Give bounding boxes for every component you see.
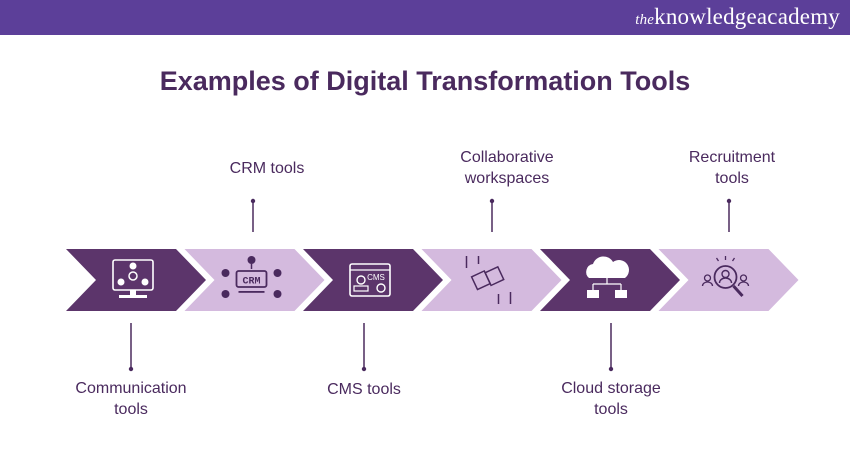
chevron-step (66, 249, 206, 311)
communication-monitor-icon (112, 259, 154, 298)
chevron-step (658, 249, 799, 311)
header-bar: theknowledgeacademy (0, 0, 850, 35)
logo-name: knowledgeacademy (654, 4, 840, 29)
connector-dot (726, 198, 732, 204)
label-cloud-storage-tools: Cloud storage tools (521, 378, 701, 420)
connector-dot (361, 366, 367, 372)
label-line: CRM tools (229, 160, 305, 177)
svg-text:CRM: CRM (242, 277, 260, 288)
chevron-step (184, 249, 325, 311)
label-line: workspaces (464, 170, 550, 187)
label-line: Cloud storage (561, 380, 661, 397)
page-title: Examples of Digital Transformation Tools (159, 66, 691, 96)
crm-network-icon: CRM (221, 256, 282, 298)
logo-prefix: the (635, 12, 655, 28)
connector-dot (489, 198, 495, 204)
label-line: Recruitment (688, 149, 776, 166)
label-recruitment-tools: Recruitment tools (642, 147, 822, 189)
chevron-step (303, 249, 443, 311)
label-communication-tools: Communication tools (41, 378, 221, 420)
label-collaborative-workspaces: Collaborative workspaces (417, 147, 597, 189)
brand-logo[interactable]: theknowledgeacademy (635, 4, 840, 30)
label-line: tools (114, 401, 148, 418)
recruitment-search-icon (701, 256, 750, 298)
label-line: Collaborative (460, 149, 554, 166)
connector-dot (128, 366, 134, 372)
svg-text:CMS: CMS (367, 273, 385, 282)
puzzle-hands-icon (465, 256, 512, 304)
label-crm-tools: CRM tools (177, 158, 357, 179)
cloud-storage-icon (586, 256, 629, 298)
label-line: tools (594, 401, 628, 418)
label-cms-tools: CMS tools (274, 379, 454, 400)
label-line: CMS tools (327, 381, 401, 398)
connector-dot (608, 366, 614, 372)
cms-window-icon: CMS (349, 263, 391, 297)
label-line: tools (715, 170, 749, 187)
chevron-step (421, 249, 562, 311)
label-line: Communication (75, 380, 187, 397)
chevron-step (540, 249, 680, 311)
connector-dot (250, 198, 256, 204)
